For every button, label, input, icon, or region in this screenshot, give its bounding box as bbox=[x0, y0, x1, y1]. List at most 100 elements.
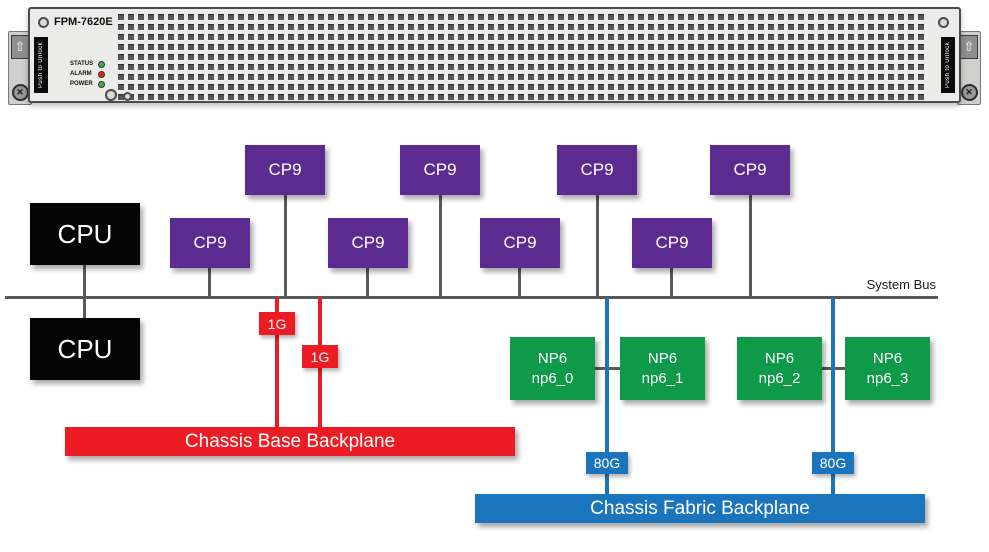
vent-hole bbox=[918, 84, 924, 90]
vent-hole bbox=[468, 94, 474, 100]
np6-name: np6_3 bbox=[866, 369, 909, 387]
vent-hole bbox=[458, 94, 464, 100]
vent-hole bbox=[388, 24, 394, 30]
vent-hole bbox=[428, 14, 434, 20]
vent-hole bbox=[468, 34, 474, 40]
vent-hole bbox=[428, 24, 434, 30]
vent-hole bbox=[528, 64, 534, 70]
base-link-line bbox=[275, 298, 279, 428]
vent-hole bbox=[498, 74, 504, 80]
cp9-box: CP9 bbox=[245, 145, 325, 195]
vent-hole bbox=[138, 74, 144, 80]
vent-hole bbox=[748, 44, 754, 50]
cp9-box: CP9 bbox=[710, 145, 790, 195]
vent-hole bbox=[548, 44, 554, 50]
vent-hole bbox=[448, 44, 454, 50]
vent-hole bbox=[148, 34, 154, 40]
vent-hole bbox=[268, 44, 274, 50]
vent-hole bbox=[848, 94, 854, 100]
vent-hole bbox=[638, 84, 644, 90]
vent-hole bbox=[388, 14, 394, 20]
vent-hole bbox=[278, 44, 284, 50]
vent-hole bbox=[678, 84, 684, 90]
vent-hole bbox=[898, 94, 904, 100]
vent-hole bbox=[188, 54, 194, 60]
vent-hole bbox=[508, 94, 514, 100]
vent-hole bbox=[498, 14, 504, 20]
vent-hole bbox=[768, 24, 774, 30]
vent-hole bbox=[468, 64, 474, 70]
vent-hole bbox=[298, 84, 304, 90]
vent-hole bbox=[578, 34, 584, 40]
vent-hole bbox=[328, 14, 334, 20]
vent-hole bbox=[668, 74, 674, 80]
vent-hole bbox=[318, 84, 324, 90]
vent-hole bbox=[488, 94, 494, 100]
vent-hole bbox=[728, 44, 734, 50]
vent-hole bbox=[488, 74, 494, 80]
led-label: ALARM bbox=[70, 71, 92, 77]
vent-hole bbox=[578, 14, 584, 20]
vent-hole bbox=[488, 34, 494, 40]
vent-hole bbox=[258, 74, 264, 80]
vent-hole bbox=[738, 54, 744, 60]
vent-hole bbox=[858, 64, 864, 70]
connector-line bbox=[670, 266, 673, 297]
vent-hole bbox=[208, 74, 214, 80]
vent-hole bbox=[228, 84, 234, 90]
vent-hole bbox=[458, 34, 464, 40]
vent-hole bbox=[488, 84, 494, 90]
vent-hole bbox=[228, 74, 234, 80]
vent-hole bbox=[658, 34, 664, 40]
vent-hole bbox=[228, 24, 234, 30]
vent-hole bbox=[568, 54, 574, 60]
vent-hole bbox=[468, 24, 474, 30]
np6-box: NP6 np6_3 bbox=[845, 337, 930, 400]
vent-hole bbox=[798, 94, 804, 100]
vent-hole bbox=[408, 34, 414, 40]
vent-hole bbox=[288, 24, 294, 30]
vent-hole bbox=[578, 84, 584, 90]
vent-hole bbox=[838, 14, 844, 20]
vent-hole bbox=[638, 94, 644, 100]
vent-hole bbox=[158, 74, 164, 80]
vent-hole bbox=[178, 34, 184, 40]
vent-hole bbox=[358, 84, 364, 90]
vent-hole bbox=[798, 34, 804, 40]
vent-hole bbox=[428, 44, 434, 50]
vent-hole bbox=[638, 54, 644, 60]
vent-hole bbox=[648, 84, 654, 90]
vent-hole bbox=[658, 24, 664, 30]
vent-hole bbox=[408, 54, 414, 60]
vent-hole bbox=[278, 34, 284, 40]
vent-hole bbox=[458, 14, 464, 20]
latch-label: Push to Unlock bbox=[38, 42, 44, 88]
vent-hole bbox=[538, 14, 544, 20]
vent-hole bbox=[878, 54, 884, 60]
vent-hole bbox=[228, 14, 234, 20]
vent-hole bbox=[848, 84, 854, 90]
vent-hole bbox=[698, 64, 704, 70]
vent-hole bbox=[268, 14, 274, 20]
vent-hole bbox=[368, 14, 374, 20]
vent-hole bbox=[798, 54, 804, 60]
vent-hole bbox=[338, 54, 344, 60]
vent-hole bbox=[908, 84, 914, 90]
vent-hole bbox=[498, 24, 504, 30]
vent-hole bbox=[188, 34, 194, 40]
vent-hole bbox=[748, 24, 754, 30]
vent-hole bbox=[528, 14, 534, 20]
vent-hole bbox=[168, 64, 174, 70]
vent-hole bbox=[598, 74, 604, 80]
vent-hole bbox=[148, 24, 154, 30]
vent-hole bbox=[438, 74, 444, 80]
vent-hole bbox=[398, 34, 404, 40]
vent-hole bbox=[768, 64, 774, 70]
vent-hole bbox=[488, 64, 494, 70]
vent-hole bbox=[268, 54, 274, 60]
vent-hole bbox=[758, 54, 764, 60]
vent-hole bbox=[688, 34, 694, 40]
vent-hole bbox=[818, 84, 824, 90]
vent-hole bbox=[418, 84, 424, 90]
vent-hole bbox=[438, 34, 444, 40]
